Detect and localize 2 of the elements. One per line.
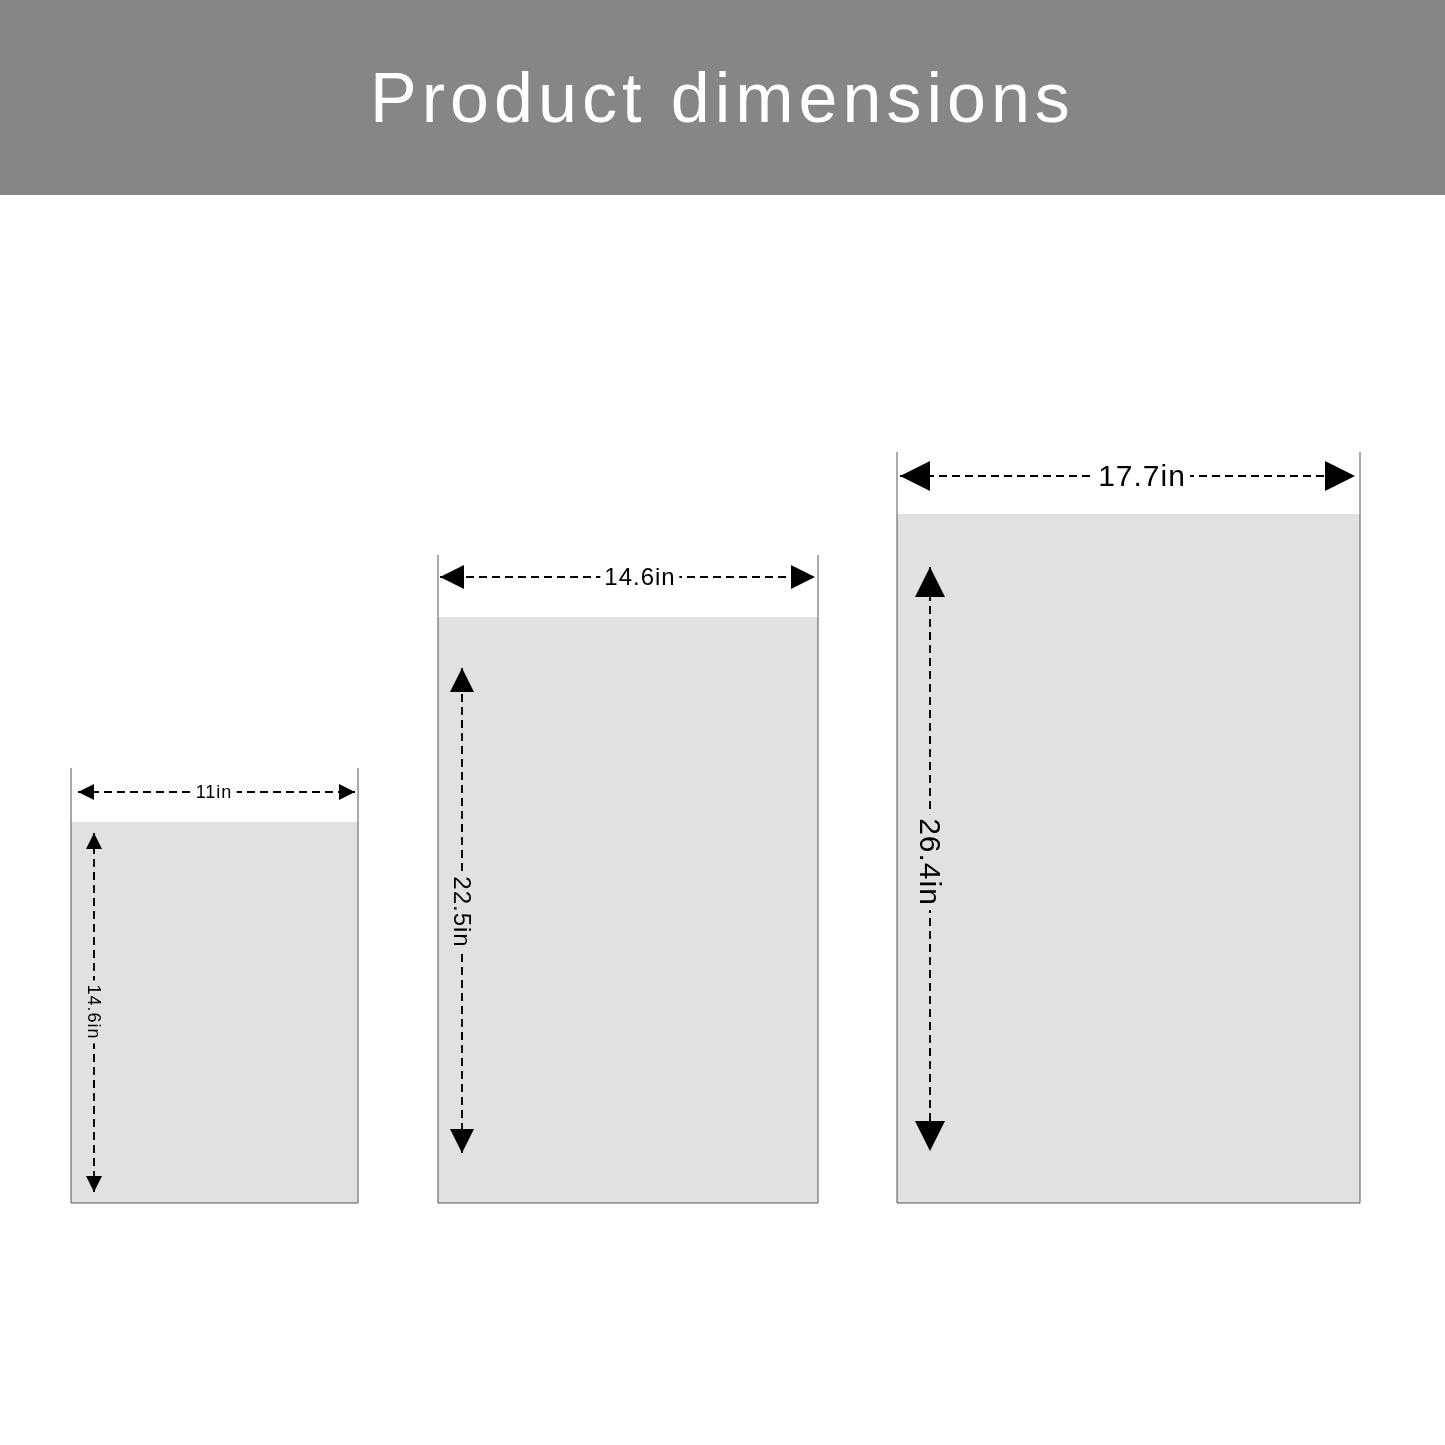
dimension-label: 14.6in: [85, 980, 103, 1044]
title: Product dimensions: [370, 58, 1075, 138]
